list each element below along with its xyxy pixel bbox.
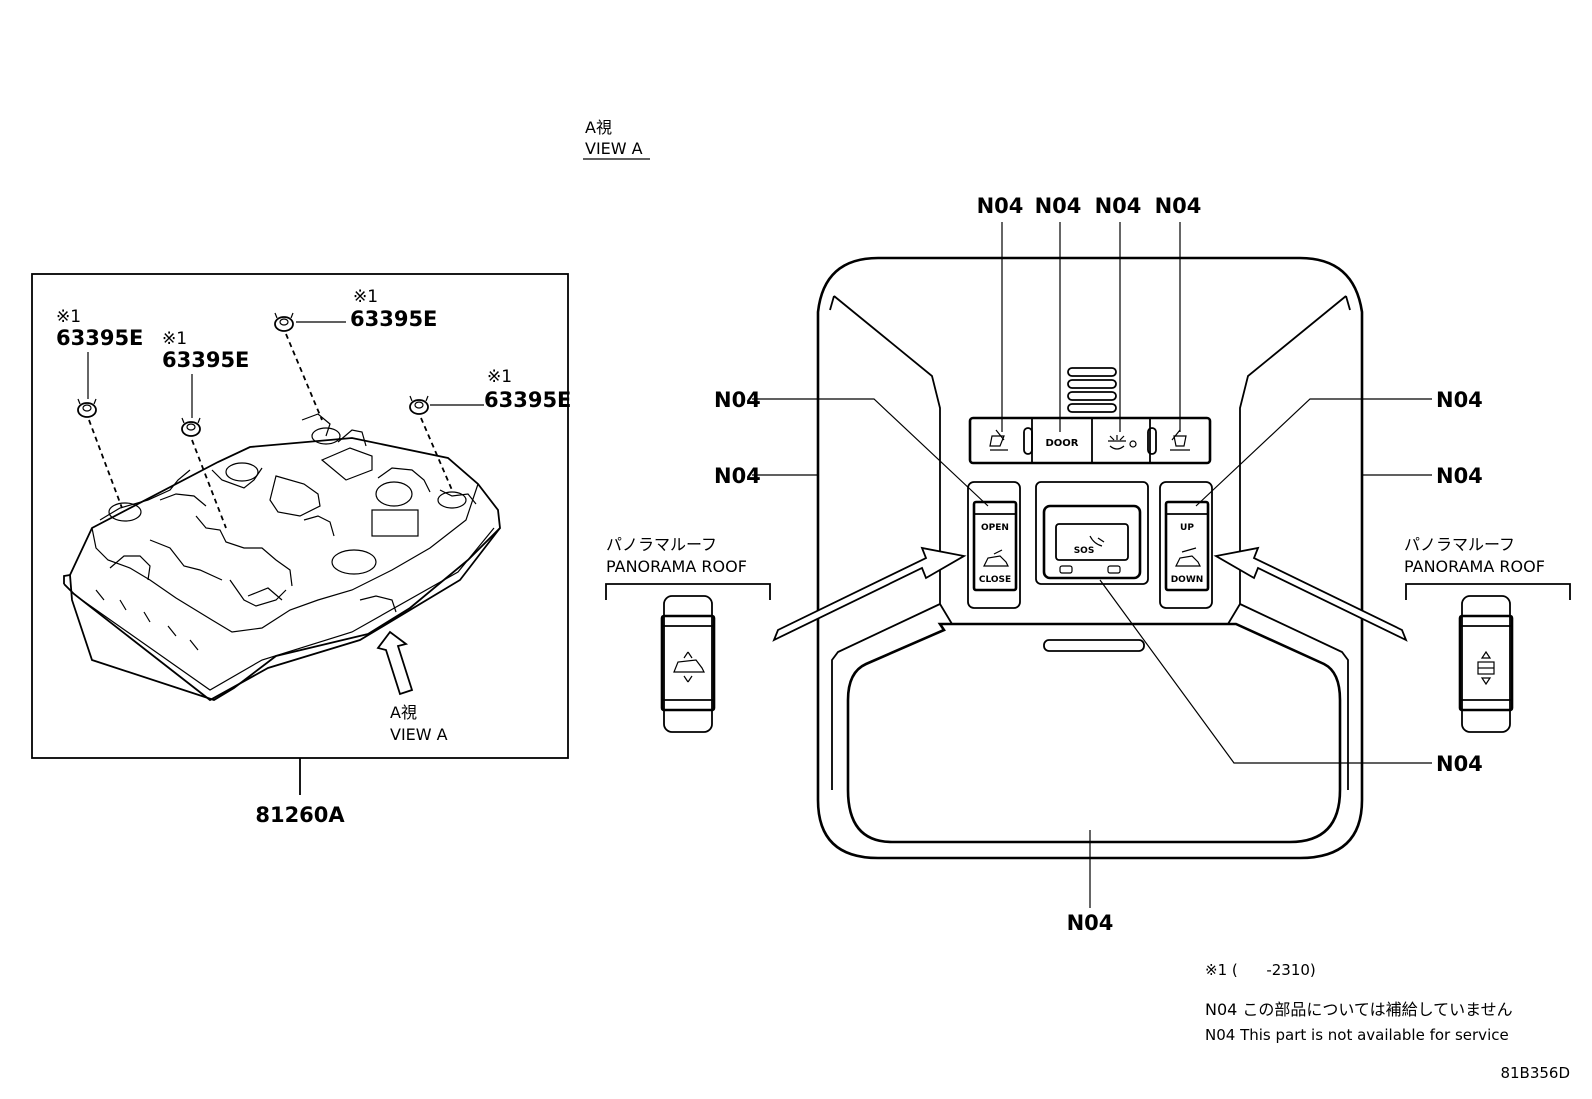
bolt-label-4: ※1 63395E (484, 367, 571, 412)
bolt-label-2: ※1 63395E (162, 329, 249, 372)
n04-label: N04 (1067, 911, 1114, 935)
view-a-arrow (376, 630, 414, 696)
console-lid (846, 622, 1342, 844)
footnote-jp: N04 この部品については補給していません (1205, 1000, 1513, 1019)
diagram-code: 81B356D (1500, 1064, 1570, 1082)
view-a-heading-jp: A視 (585, 118, 612, 137)
door-button-label: DOOR (1045, 438, 1078, 449)
bolt-icon (274, 312, 294, 332)
map-light-left-icon (989, 429, 1008, 451)
bolt-part-label: 63395E (484, 388, 571, 412)
n04-label: N04 (1035, 194, 1082, 218)
bolt-part-label: 63395E (350, 307, 437, 331)
map-light-right-icon (1170, 429, 1190, 451)
bolt-icon (409, 395, 429, 415)
phone-icon (1089, 535, 1105, 547)
install-line (285, 333, 323, 421)
n04-label: N04 (977, 194, 1024, 218)
down-label: DOWN (1171, 575, 1204, 585)
car-tilt-icon (1175, 547, 1201, 567)
view-a-arrow-jp: A視 (390, 703, 417, 722)
bolt-icon (77, 398, 97, 418)
n04-label: N04 (1155, 194, 1202, 218)
panorama-en: PANORAMA ROOF (606, 557, 747, 576)
bolt-note: ※1 (162, 329, 187, 349)
footnote-range: ※1 ( -2310) (1205, 961, 1316, 979)
console-housing (816, 256, 1364, 860)
n04-label: N04 (1095, 194, 1142, 218)
bolt-label-1: ※1 63395E (56, 307, 143, 350)
n04-label: N04 (714, 388, 761, 412)
lid-slot (1043, 639, 1145, 652)
bolt-note: ※1 (487, 367, 512, 387)
panorama-switch-left (663, 595, 713, 733)
sos-button (1055, 523, 1129, 561)
bolt-part-label: 63395E (56, 326, 143, 350)
view-a-heading-en: VIEW A (585, 139, 643, 158)
up-label: UP (1180, 523, 1194, 533)
panorama-en: PANORAMA ROOF (1404, 557, 1545, 576)
indicator-right (1107, 565, 1121, 574)
sos-housing (1035, 481, 1149, 585)
view-a-arrow-en: VIEW A (390, 725, 448, 744)
close-label: CLOSE (979, 575, 1011, 585)
install-line (420, 417, 453, 491)
bolt-icon (181, 417, 201, 437)
panorama-roof-left: パノラマルーフ PANORAMA ROOF (605, 535, 771, 733)
assembly-part-label: 81260A (255, 803, 345, 827)
n04-label: N04 (1436, 388, 1483, 412)
bolt-part-label: 63395E (162, 348, 249, 372)
n04-label: N04 (1436, 464, 1483, 488)
n04-label: N04 (1436, 752, 1483, 776)
speaker-grille (1067, 367, 1117, 413)
interior-light-icon (1108, 435, 1137, 450)
install-line (88, 419, 123, 509)
panorama-jp: パノラマルーフ (606, 535, 717, 554)
panorama-switch-right (1461, 595, 1511, 733)
n04-label: N04 (714, 464, 761, 488)
roof-switch-up-down (1164, 500, 1210, 592)
view-arrow-right (1213, 546, 1408, 642)
top-switch-bank (968, 416, 1212, 465)
indicator-left (1059, 565, 1073, 574)
console-inner-right (1239, 295, 1349, 790)
roof-switch-right-housing (1159, 481, 1213, 609)
roof-switch-open-close (972, 500, 1018, 592)
view-arrow-left (772, 546, 967, 642)
console-assembly-drawing (63, 413, 501, 702)
bolt-note: ※1 (56, 307, 81, 327)
car-roof-icon (673, 651, 705, 683)
sos-label: SOS (1074, 546, 1095, 556)
sunshade-icon (1477, 650, 1495, 686)
sos-panel (1042, 504, 1142, 580)
bolt-note: ※1 (353, 287, 378, 307)
n04-callouts: N04 N04 N04 N04 N04 N04 N04 N04 N04 N04 (714, 194, 1483, 935)
car-roof-icon (983, 549, 1009, 567)
footnote-en: N04 This part is not available for servi… (1205, 1026, 1509, 1044)
panorama-jp: パノラマルーフ (1404, 535, 1515, 554)
open-label: OPEN (981, 523, 1009, 533)
install-line (191, 439, 227, 529)
roof-switch-left-housing (967, 481, 1021, 609)
overhead-console: DOOR OPEN CLOSE SOS (816, 256, 1364, 860)
panorama-roof-right: パノラマルーフ PANORAMA ROOF (1404, 535, 1571, 733)
bolt-label-3: ※1 63395E (350, 287, 437, 331)
